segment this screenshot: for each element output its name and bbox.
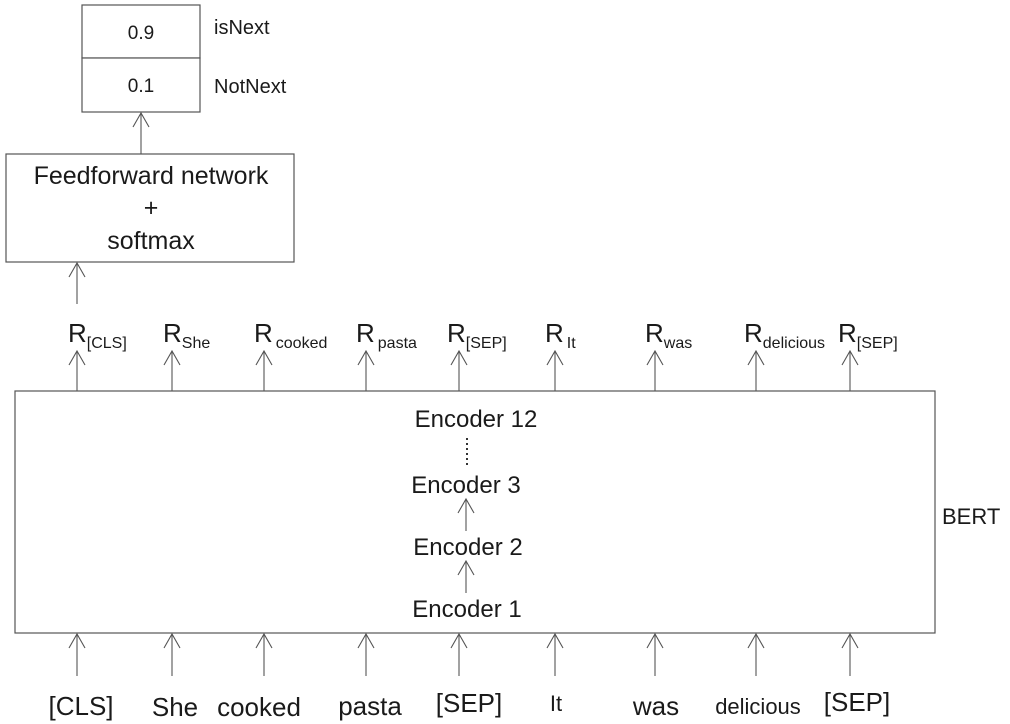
arrows-tokens-to-bert: [68, 632, 859, 676]
probability-cell-isnext: [81, 4, 201, 59]
input-token-cooked: cooked: [217, 692, 301, 722]
probability-value-notnext: 0.1: [128, 76, 154, 97]
classifier-line-plus: +: [144, 194, 159, 222]
representation-was: Rwas: [645, 318, 692, 352]
probability-cell-notnext: [81, 57, 201, 113]
classifier-line-feedforward: Feedforward network: [34, 162, 269, 190]
representation-she: RShe: [163, 318, 210, 352]
probability-value-isnext: 0.9: [128, 23, 154, 44]
representation-sep-2: R[SEP]: [838, 318, 898, 352]
input-token-it: It: [550, 691, 562, 716]
input-token-delicious: delicious: [715, 694, 801, 719]
encoder-3-label: Encoder 3: [411, 472, 520, 499]
class-label-isnext: isNext: [214, 17, 270, 39]
classifier-box: Feedforward network + softmax: [5, 153, 295, 263]
classifier-line-softmax: softmax: [107, 227, 195, 255]
class-label-notnext: NotNext: [214, 76, 287, 98]
probability-table: 0.9 0.1 isNext NotNext: [81, 4, 287, 113]
encoder-12-label: Encoder 12: [415, 406, 538, 433]
input-token-pasta: pasta: [338, 691, 402, 721]
representation-sep-1: R[SEP]: [447, 318, 507, 352]
bert-label: BERT: [942, 504, 1000, 529]
arrow-classifier-to-output: [132, 111, 150, 154]
input-token-sep-2: [SEP]: [824, 687, 890, 717]
input-token-was: was: [632, 691, 679, 721]
representation-delicious: Rdelicious: [744, 318, 825, 352]
encoder-1-label: Encoder 1: [412, 596, 521, 623]
arrows-bert-to-representations: [68, 349, 859, 391]
encoder-2-label: Encoder 2: [413, 534, 522, 561]
input-token-sep-1: [SEP]: [436, 688, 502, 718]
input-token-cls: [CLS]: [48, 691, 113, 721]
representation-cls: R[CLS]: [68, 318, 127, 352]
bert-box: Encoder 12 Encoder 3 Encoder 2 Encoder 1: [14, 390, 936, 634]
input-token-row: [CLS] She cooked pasta [SEP] It was deli…: [48, 687, 890, 722]
arrow-rcls-to-classifier: [68, 261, 86, 304]
input-token-she: She: [152, 692, 198, 722]
